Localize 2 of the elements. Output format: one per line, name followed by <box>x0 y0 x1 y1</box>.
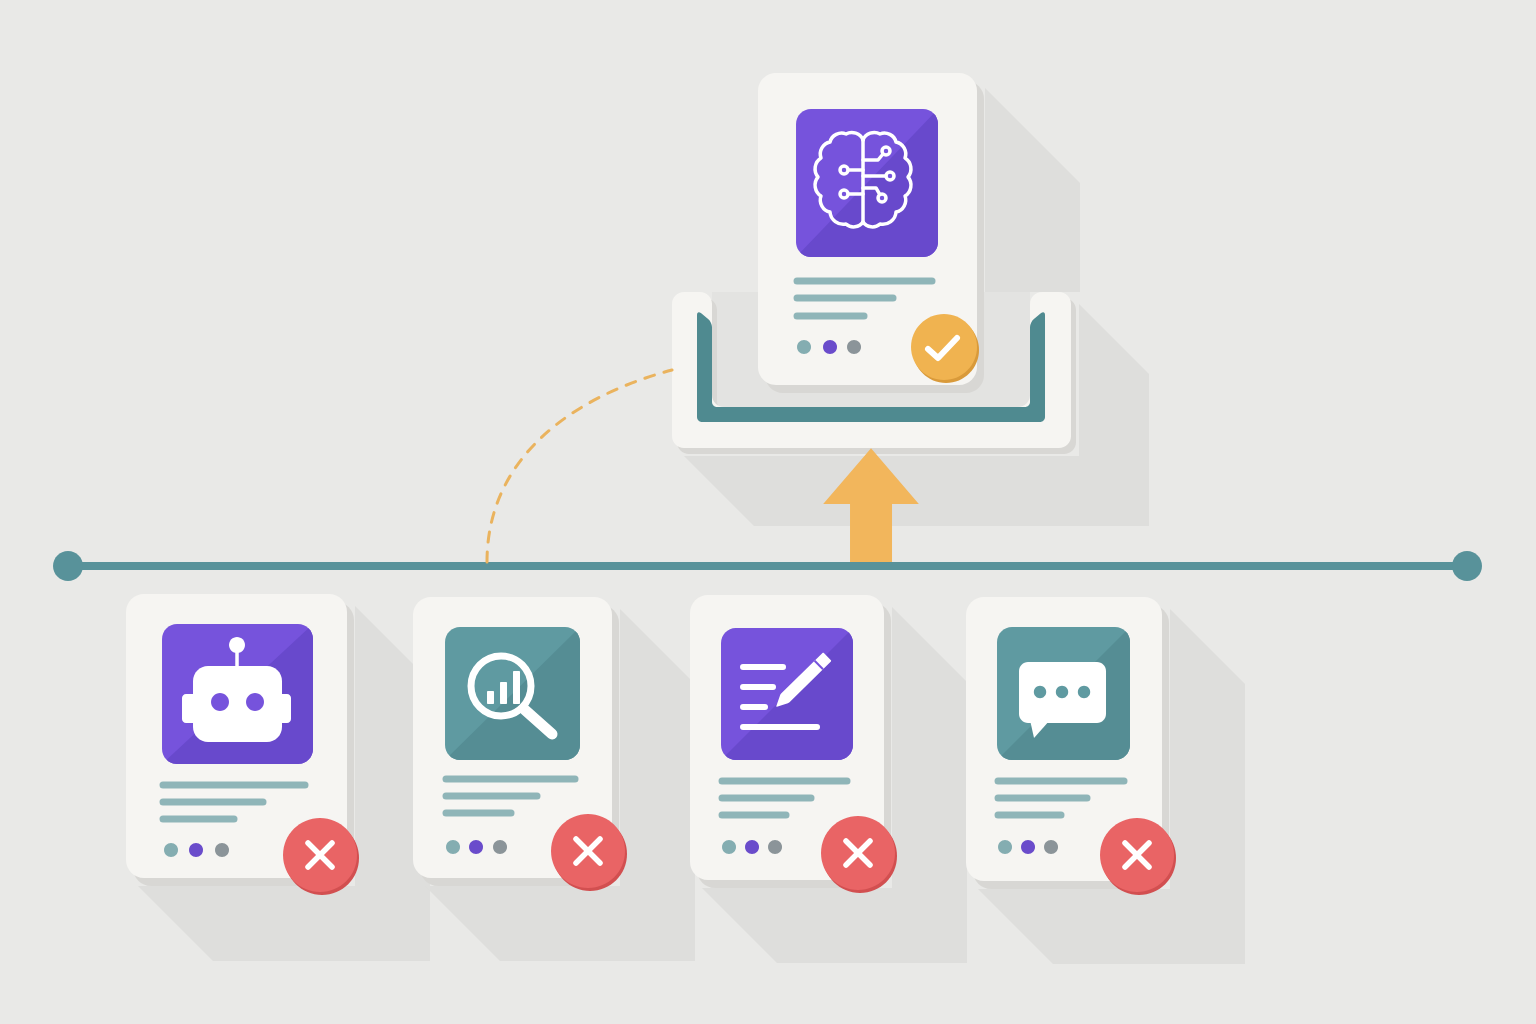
timeline <box>53 551 1482 581</box>
dashed-connector <box>485 368 674 564</box>
